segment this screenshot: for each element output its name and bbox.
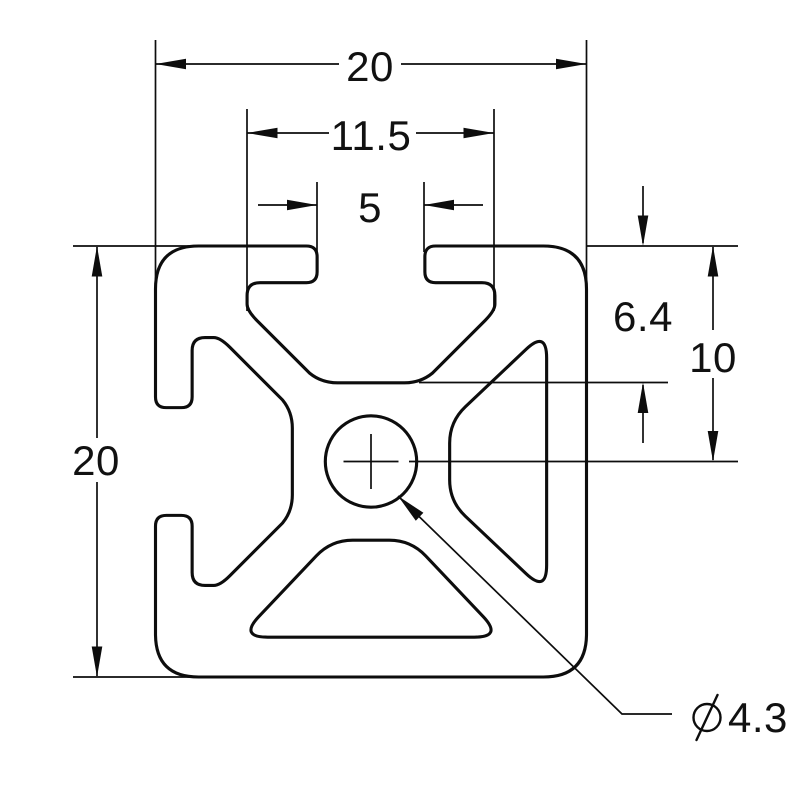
- dim-slot-opening-value: 5: [358, 184, 382, 231]
- arrowhead-down-icon: [707, 431, 719, 462]
- dim-slot-depth: 6.4: [613, 186, 673, 443]
- arrowhead-left-icon: [424, 199, 454, 211]
- arrowhead-up-icon: [637, 382, 649, 413]
- dim-centerline-offset: 10: [689, 246, 737, 462]
- arrowhead-left-icon: [247, 127, 278, 139]
- dim-overall-width: 20: [155, 43, 587, 90]
- dim-hole-diameter: 4.3: [397, 495, 788, 742]
- arrowhead-right-icon: [556, 58, 587, 70]
- dim-centerline-offset-value: 10: [689, 334, 737, 381]
- dim-slot-depth-value: 6.4: [613, 293, 673, 340]
- arrowhead-left-icon: [155, 58, 186, 70]
- arrowhead-right-icon: [287, 199, 317, 211]
- profile-cross-section: [153, 244, 589, 679]
- diameter-symbol-icon: [692, 693, 722, 742]
- extension-lines: [73, 40, 738, 678]
- center-mark-crosshair: [343, 434, 399, 489]
- arrowhead-right-icon: [463, 127, 494, 139]
- dim-slot-inner-width: 11.5: [247, 112, 494, 159]
- dim-slot-inner-width-value: 11.5: [331, 112, 412, 159]
- arrowhead-down-icon: [637, 215, 649, 246]
- dim-overall-height: 20: [72, 246, 120, 677]
- dim-overall-height-value: 20: [72, 437, 120, 484]
- leader-arrowhead-icon: [398, 496, 424, 521]
- arrowhead-up-icon: [707, 246, 719, 277]
- profile-outline: [153, 244, 589, 679]
- leader-line: [397, 495, 672, 715]
- dim-hole-diameter-value: 4.3: [728, 694, 788, 741]
- dim-overall-width-value: 20: [346, 43, 394, 90]
- bottom-internal-cavity: [249, 538, 493, 639]
- arrowhead-up-icon: [91, 246, 103, 277]
- arrowhead-down-icon: [91, 646, 103, 677]
- dim-slot-opening-width: 5: [258, 184, 483, 231]
- right-internal-cavity: [448, 339, 549, 584]
